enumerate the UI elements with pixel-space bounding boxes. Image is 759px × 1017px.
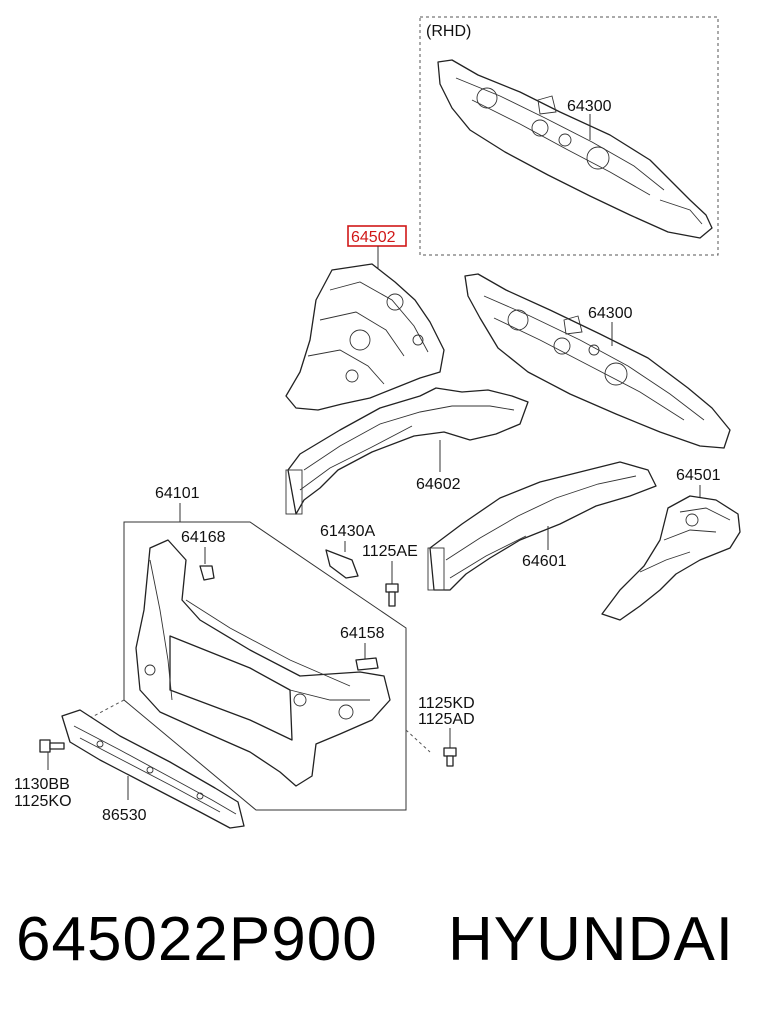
label-1125ae: 1125AE <box>362 543 418 560</box>
label-64502[interactable]: 64502 <box>351 229 396 246</box>
label-64168: 64168 <box>181 529 226 546</box>
footer: 645022P900 HYUNDAI <box>0 880 759 1000</box>
label-64602: 64602 <box>416 476 461 493</box>
wheel-housing-64502-part[interactable] <box>285 263 445 411</box>
bolt-1130bb-part[interactable] <box>39 739 65 753</box>
bumper-beam-86530-part[interactable] <box>61 709 245 829</box>
label-86530: 86530 <box>102 807 147 824</box>
part-number: 645022P900 <box>16 905 378 974</box>
label-64101: 64101 <box>155 485 200 502</box>
side-member-64602-part[interactable] <box>285 387 529 515</box>
assembly-dashed-lines <box>89 699 431 753</box>
label-1125ko: 1125KO <box>14 793 72 810</box>
bracket-64158-part[interactable] <box>355 657 379 671</box>
rhd-group-label: (RHD) <box>426 23 471 40</box>
label-64300-rhd: 64300 <box>567 98 612 115</box>
dash-panel-64300-part[interactable] <box>464 273 731 449</box>
radiator-support-64101-part[interactable] <box>135 539 391 787</box>
label-1125ad: 1125AD <box>418 711 475 728</box>
label-64300: 64300 <box>588 305 633 322</box>
bracket-61430a-part[interactable] <box>325 549 359 579</box>
bolt-1125ae-part[interactable] <box>385 583 399 607</box>
side-member-64601-part[interactable] <box>427 461 657 591</box>
dash-panel-rhd-part[interactable] <box>437 59 713 239</box>
label-64158: 64158 <box>340 625 385 642</box>
label-64601: 64601 <box>522 553 567 570</box>
label-64501: 64501 <box>676 467 721 484</box>
wheel-housing-64501-part[interactable] <box>601 495 741 621</box>
label-1125kd: 1125KD <box>418 695 475 712</box>
label-1130bb: 1130BB <box>14 776 70 793</box>
parts-diagram: (RHD) 64300 64502 64300 64602 64101 <box>14 16 741 829</box>
rhd-group-box <box>419 16 719 256</box>
bolt-1125kd-part[interactable] <box>443 747 457 767</box>
bracket-64168-part[interactable] <box>199 565 215 581</box>
highlight-box-64502 <box>347 225 407 247</box>
brand-name: HYUNDAI <box>448 905 735 974</box>
label-61430a: 61430A <box>320 523 375 540</box>
